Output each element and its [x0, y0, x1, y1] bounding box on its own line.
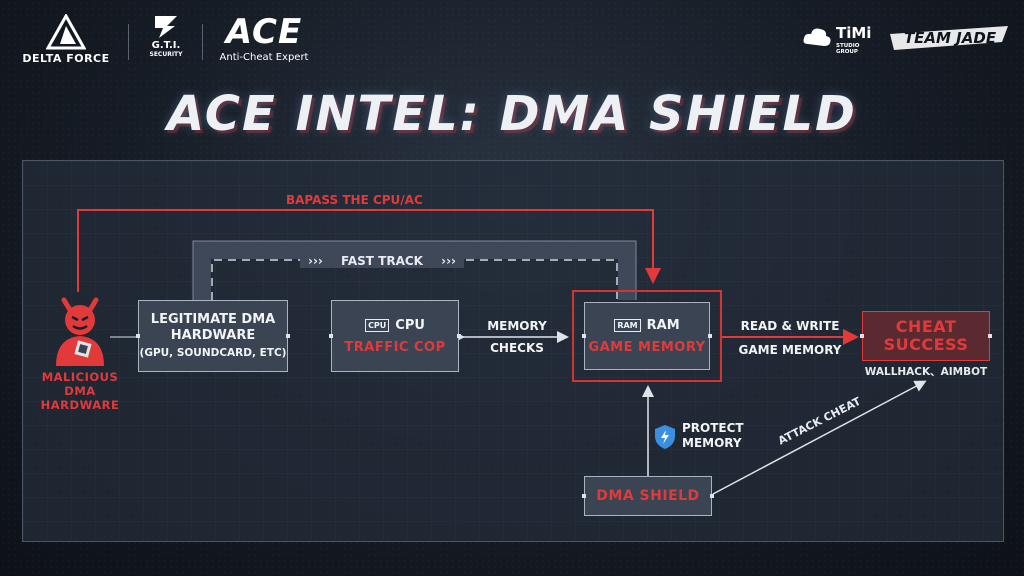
bypass-label: BAPASS THE CPU/AC [286, 193, 423, 207]
devil-icon [56, 297, 104, 366]
fast-track-label: FAST TRACK [341, 254, 423, 268]
fast-track-edge [192, 240, 637, 300]
page-title: ACE INTEL: DMA SHIELD [167, 86, 857, 142]
cpu-sub-label: TRAFFIC COP [344, 339, 446, 355]
legit-dma-label-1: LEGITIMATE DMA [150, 312, 276, 327]
protect-line2: MEMORY [682, 436, 742, 450]
cpu-title-row: CPU CPU [365, 318, 425, 334]
fast-track-chevrons-right: ››› [441, 254, 456, 268]
header-divider [128, 24, 129, 60]
bypass-path [77, 209, 661, 292]
timi-logo: TiMi STUDIO GROUP [802, 24, 882, 56]
fast-track-chevrons-left: ››› [308, 254, 323, 268]
gti-sub-text: SECURITY [149, 51, 183, 58]
malicious-dma-label-2: HARDWARE [40, 398, 120, 412]
timi-cloud-icon [803, 28, 831, 46]
protect-line1: PROTECT [682, 421, 744, 435]
ram-title-row: RAM RAM [614, 317, 680, 334]
ace-logo: ACE Anti-Cheat Expert [214, 14, 314, 63]
dma-shield-box: DMA SHIELD [582, 476, 714, 516]
read-write-label: READ & WRITE GAME MEMORY [730, 318, 850, 358]
fast-track-label-row: ››› FAST TRACK ››› [300, 254, 464, 268]
malicious-dma-label-1: MALICIOUS DMA [41, 370, 119, 398]
cpu-chip-icon: CPU [365, 318, 390, 332]
ram-label: RAM [646, 317, 680, 333]
team-jade-brush-icon [890, 26, 1008, 50]
protect-memory-label: PROTECT MEMORY [654, 420, 764, 454]
gti-bolt-icon [155, 16, 177, 38]
legit-dma-box: LEGITIMATE DMA HARDWARE (GPU, SOUNDCARD,… [136, 300, 290, 372]
read-write-line2: GAME MEMORY [738, 343, 842, 357]
delta-force-logo: DELTA FORCE [18, 14, 114, 65]
cpu-label: CPU [395, 317, 425, 333]
gti-security-logo: G.T.I. SECURITY [142, 14, 190, 58]
delta-force-text: DELTA FORCE [22, 52, 110, 65]
timi-sub-text: STUDIO GROUP [836, 43, 860, 55]
cheat-success-box: CHEAT SUCCESS [860, 311, 992, 361]
memory-checks-line2: CHECKS [490, 341, 544, 355]
legit-dma-label-3: (GPU, SOUNDCARD, ETC) [139, 347, 287, 359]
memory-checks-line1: MEMORY [487, 319, 547, 333]
gti-text: G.T.I. [151, 40, 181, 51]
fast-track-outer [193, 241, 636, 300]
attack-arrow [712, 380, 927, 495]
ram-sub-label: GAME MEMORY [588, 339, 706, 355]
timi-text: TiMi [836, 24, 872, 42]
cheat-success-line1: CHEAT [895, 317, 957, 336]
read-write-line1: READ & WRITE [740, 319, 840, 333]
ram-box: RAM RAM GAME MEMORY [582, 302, 712, 370]
team-jade-logo: TEAM JADE [890, 24, 1008, 52]
dma-shield-label: DMA SHIELD [596, 488, 700, 504]
ace-sub-text: Anti-Cheat Expert [219, 52, 309, 63]
cheat-examples-label: WALLHACK、AIMBOT [864, 366, 988, 378]
header-divider [202, 24, 203, 60]
shield-icon [655, 425, 675, 449]
cheat-success-line2: SUCCESS [883, 335, 969, 354]
memory-checks-label: MEMORY CHECKS [472, 318, 562, 356]
malicious-dma-node: MALICIOUS DMA HARDWARE [30, 294, 130, 412]
team-jade-text: TEAM JADE [903, 29, 997, 47]
cpu-box: CPU CPU TRAFFIC COP [329, 300, 461, 372]
ram-chip-icon: RAM [614, 318, 641, 332]
legit-dma-label-2: HARDWARE [170, 328, 256, 343]
ram-highlight-frame [572, 290, 722, 382]
ace-logo-text: ACE [225, 12, 303, 52]
delta-force-icon [46, 14, 86, 50]
